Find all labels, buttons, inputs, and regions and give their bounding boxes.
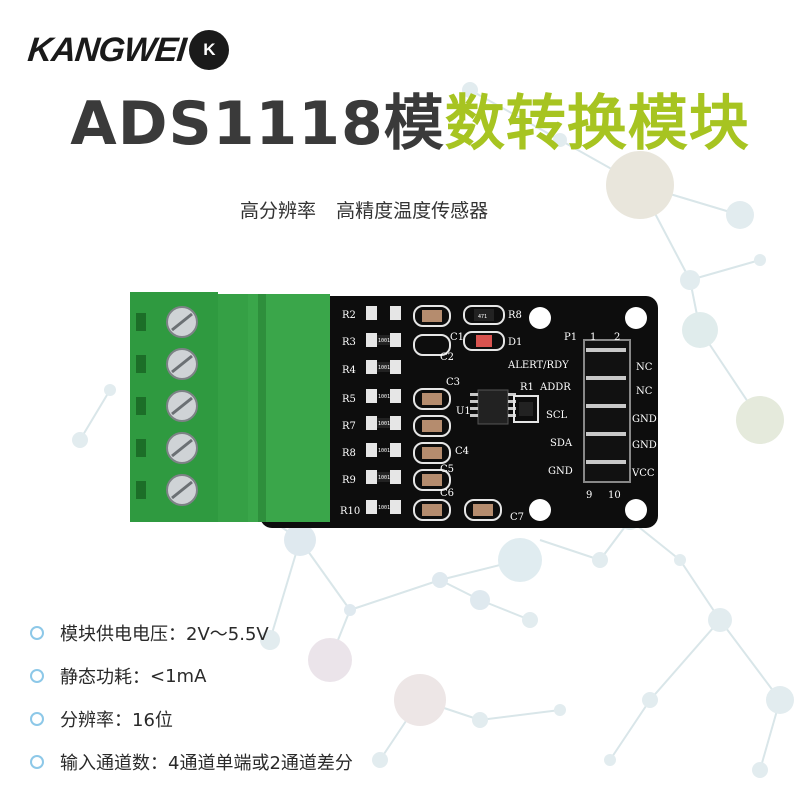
bullet-circle-icon [30,669,44,683]
bullet-circle-icon [30,626,44,640]
silk-label: R5 [342,394,356,405]
silk-label: NC [636,386,653,397]
mount-hole-icon [529,499,551,521]
page-title: ADS1118模数转换模块 [60,84,760,164]
silk-label: SDA [550,438,573,449]
chip-marking: 1001 [378,365,390,371]
silk-label: R9 [342,475,356,486]
silk-label: C3 [446,377,460,388]
chip-marking: 1001 [378,394,390,400]
silk-label: P1 [564,332,577,343]
silk-label: GND [632,414,657,425]
feature-item: 静态功耗： <1mA [30,661,353,691]
screw-terminal-icon [166,306,198,506]
led-icon [476,335,492,347]
feature-value: 4通道单端或2通道差分 [168,753,353,774]
pcb-board [260,296,658,528]
bullet-circle-icon [30,755,44,769]
silk-label: 1 [590,332,596,343]
feature-label: 静态功耗： [60,667,150,688]
chip-marking: 1001 [378,475,390,481]
silk-label: R2 [342,310,356,321]
chip-marking: 471 [478,314,487,320]
feature-value: 2V～5.5V [186,624,269,645]
silk-label: ADDR [539,382,571,393]
subtitle-right: 高精度温度传感器 [336,200,489,222]
silk-label: C7 [510,512,524,523]
feature-label: 输入通道数： [60,753,168,774]
chip-marking: 1001 [378,505,390,511]
pin-header [583,339,631,483]
capacitor-icons [413,305,502,521]
silk-label: C2 [440,352,454,363]
adc-chip-icon [470,389,516,425]
feature-label: 分辨率： [60,710,132,731]
feature-list: 模块供电电压： 2V～5.5V 静态功耗： <1mA 分辨率： 16位 输入通道… [30,618,353,790]
silk-label: GND [548,466,573,477]
feature-label: 模块供电电压： [60,624,186,645]
subtitle-left: 高分辨率 [240,200,317,222]
feature-value: <1mA [150,665,207,687]
subtitle: 高分辨率 高精度温度传感器 [240,196,502,223]
silk-label: R3 [342,337,356,348]
mount-hole-icon [625,307,647,329]
silk-label: 9 [586,490,592,501]
bullet-circle-icon [30,712,44,726]
feature-value: 16位 [132,710,173,731]
silk-label: NC [636,362,653,373]
silk-label: C1 [450,332,464,343]
chip-marking: 1001 [378,448,390,454]
silk-label: R4 [342,365,356,376]
chip-marking: 1001 [378,338,390,344]
silk-label: R10 [340,506,360,517]
feature-item: 模块供电电压： 2V～5.5V [30,618,353,648]
title-part-dark: ADS1118模 [70,89,445,159]
silk-label: U1 [456,406,471,417]
silk-label: 2 [614,332,620,343]
mount-hole-icon [529,307,551,329]
silk-label: R8 [508,310,522,321]
silk-label: 10 [608,490,621,501]
silk-label: SCL [546,410,568,421]
silk-label: C4 [455,446,469,457]
silk-label: R7 [342,421,356,432]
mount-hole-icon [625,499,647,521]
resistor-pads [366,306,401,514]
title-part-green: 数转换模块 [444,89,750,159]
silk-label: C6 [440,488,454,499]
brand-logo-mark: K [189,30,230,70]
chip-marking: 1001 [378,421,390,427]
silk-label: D1 [508,337,522,348]
resistor-bodies [377,335,390,482]
feature-item: 输入通道数： 4通道单端或2通道差分 [30,747,353,777]
silk-label: GND [632,440,657,451]
silk-label: R8 [342,448,356,459]
silk-label: R1 [520,382,534,393]
feature-item: 分辨率： 16位 [30,704,353,734]
silk-label: ALERT/RDY [507,360,569,371]
silk-label: C5 [440,464,454,475]
silk-label: VCC [631,468,655,479]
brand-logo: KANGWEI K [26,26,230,74]
